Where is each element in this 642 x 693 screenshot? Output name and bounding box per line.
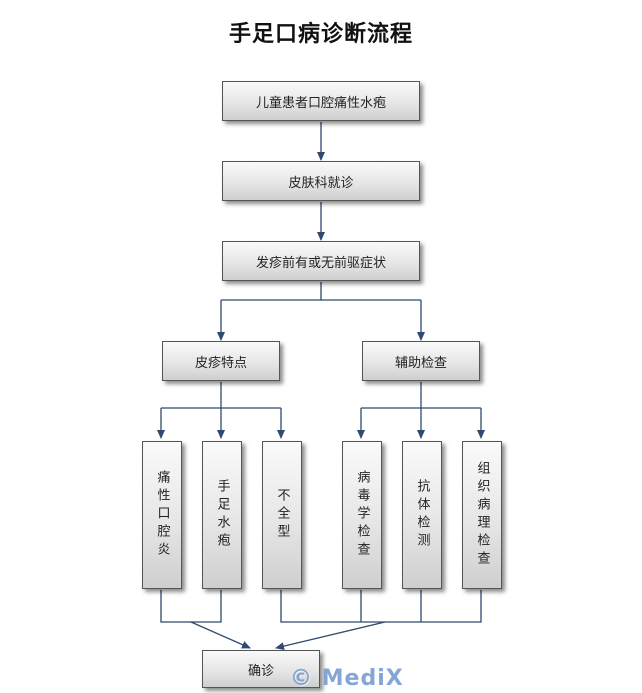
node-diagnosis: 确诊 [202,650,320,688]
node-prodrome-label: 发疹前有或无前驱症状 [255,255,386,271]
arrow-left-group-to-diagnosis [190,621,251,649]
node-auxiliary-exam-label: 辅助检查 [394,355,447,371]
node-hand-foot-blister: 手足水疱 [202,441,242,589]
node-histopathology-label: 组织病理检查 [474,461,490,569]
node-virology-label: 病毒学检查 [354,470,370,560]
watermark-text: © MediX [290,666,404,691]
node-painful-mouth-ulcer: 痛性口腔炎 [142,441,182,589]
connector-prodrome-split [221,282,322,301]
node-start: 儿童患者口腔痛性水疱 [222,81,420,121]
node-incomplete-label: 不全型 [274,488,290,542]
node-antibody: 抗体检测 [402,441,442,589]
node-prodrome: 发疹前有或无前驱症状 [222,241,420,281]
node-rash-features: 皮疹特点 [162,341,280,381]
node-hand-foot-blister-label: 手足水疱 [214,479,230,551]
node-antibody-label: 抗体检测 [414,479,430,551]
node-start-label: 儿童患者口腔痛性水疱 [255,95,386,111]
node-painful-mouth-ulcer-label: 痛性口腔炎 [154,470,170,560]
watermark-logo: © MediX [290,666,404,691]
node-dermatology: 皮肤科就诊 [222,161,420,201]
node-rash-features-label: 皮疹特点 [194,355,247,371]
node-virology: 病毒学检查 [342,441,382,589]
arrow-right-group-to-diagnosis [275,621,386,651]
connector-left-merge [160,590,222,623]
node-incomplete: 不全型 [262,441,302,589]
node-auxiliary-exam: 辅助检查 [362,341,480,381]
connector-right-merge [280,590,482,623]
node-diagnosis-label: 确诊 [247,663,274,679]
node-dermatology-label: 皮肤科就诊 [288,175,354,191]
page-title: 手足口病诊断流程 [228,21,413,47]
node-histopathology: 组织病理检查 [462,441,502,589]
